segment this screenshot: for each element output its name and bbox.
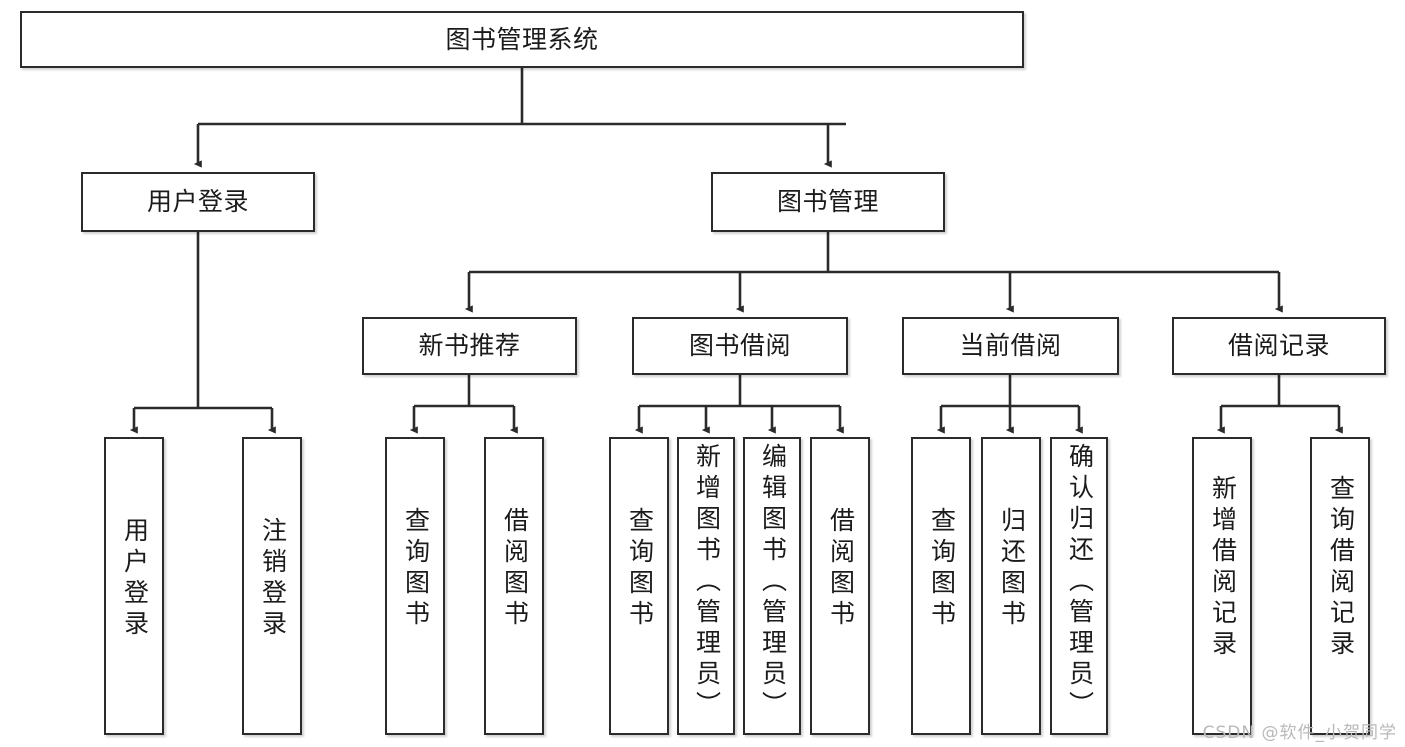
node-book-management[interactable]: 图书管理	[711, 172, 945, 232]
leaf-borrow-book-recommend[interactable]: 借阅图书	[484, 437, 544, 735]
node-label: 图书借阅	[688, 332, 791, 360]
csdn-watermark: CSDN @软件_小贺同学	[1202, 723, 1397, 743]
node-label: 查询图书	[625, 507, 654, 631]
node-label: 归还图书	[997, 507, 1026, 631]
leaf-query-borrow-record[interactable]: 查询借阅记录	[1310, 437, 1370, 735]
leaf-query-book-recommend[interactable]: 查询图书	[385, 437, 445, 735]
node-label: 查询图书	[927, 507, 956, 631]
node-label: 确认归还（管理员）	[1065, 443, 1094, 722]
node-user-login[interactable]: 用户登录	[81, 172, 315, 232]
node-label: 用户登录	[120, 517, 149, 641]
node-label: 借阅记录	[1227, 332, 1330, 360]
node-label: 新增借阅记录	[1208, 475, 1237, 661]
node-label: 图书管理	[776, 188, 879, 216]
node-label: 借阅图书	[826, 507, 855, 631]
leaf-edit-book-admin[interactable]: 编辑图书（管理员）	[743, 437, 801, 735]
leaf-query-book-current[interactable]: 查询图书	[911, 437, 971, 735]
node-borrow-records[interactable]: 借阅记录	[1172, 317, 1386, 375]
leaf-add-borrow-record[interactable]: 新增借阅记录	[1192, 437, 1252, 735]
node-current-borrow[interactable]: 当前借阅	[902, 317, 1119, 375]
leaf-add-book-admin[interactable]: 新增图书（管理员）	[677, 437, 735, 735]
node-book-borrow[interactable]: 图书借阅	[632, 317, 848, 375]
leaf-return-book[interactable]: 归还图书	[981, 437, 1041, 735]
node-label: 查询借阅记录	[1326, 475, 1355, 661]
node-label: 查询图书	[401, 507, 430, 631]
leaf-borrow-book[interactable]: 借阅图书	[810, 437, 870, 735]
leaf-user-login[interactable]: 用户登录	[104, 437, 164, 735]
node-label: 当前借阅	[959, 332, 1062, 360]
node-label: 用户登录	[146, 188, 249, 216]
node-label: 注销登录	[258, 517, 287, 641]
node-root-system[interactable]: 图书管理系统	[20, 11, 1024, 68]
node-label: 新书推荐	[418, 332, 521, 360]
node-label: 图书管理系统	[445, 25, 599, 54]
node-label: 编辑图书（管理员）	[758, 443, 787, 722]
leaf-query-book-borrow[interactable]: 查询图书	[609, 437, 669, 735]
node-new-book-recommend[interactable]: 新书推荐	[362, 317, 577, 375]
node-label: 新增图书（管理员）	[692, 443, 721, 722]
leaf-logout[interactable]: 注销登录	[242, 437, 302, 735]
leaf-confirm-return-admin[interactable]: 确认归还（管理员）	[1050, 437, 1108, 735]
node-label: 借阅图书	[500, 507, 529, 631]
